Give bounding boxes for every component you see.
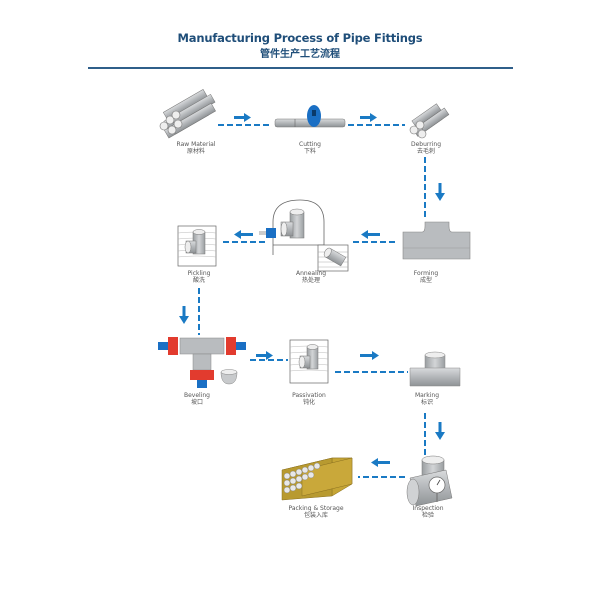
step-label-zh: 下料 xyxy=(303,148,316,155)
tee-fitting-icon xyxy=(409,351,461,387)
step-label-en: Raw Material xyxy=(176,141,216,148)
step-label-en: Beveling xyxy=(184,392,210,399)
step-label-zh: 钝化 xyxy=(302,399,315,406)
pipe-bundle-icon xyxy=(159,89,216,139)
arrow-left-icon xyxy=(371,458,390,467)
step-label-en: Packing & Storage xyxy=(288,505,344,512)
step-label-zh: 热处理 xyxy=(301,277,320,284)
passivation-bath-icon xyxy=(289,339,329,384)
step-inspection: Inspection 检验 xyxy=(383,505,473,519)
step-label-zh: 包装入库 xyxy=(303,512,328,519)
step-label-en: Passivation xyxy=(292,392,326,399)
arrow-down-icon xyxy=(179,306,189,324)
step-annealing: Annealing 热处理 xyxy=(266,270,356,284)
arrow-left-icon xyxy=(361,230,380,239)
step-cutting: Cutting 下料 xyxy=(265,141,355,155)
step-label-zh: 去毛刺 xyxy=(416,148,435,155)
step-label-en: Annealing xyxy=(295,270,327,277)
step-label-en: Forming xyxy=(413,270,439,277)
step-label-en: Pickling xyxy=(187,270,211,277)
direction-arrows xyxy=(179,113,445,467)
arrow-down-icon xyxy=(435,183,445,201)
arrow-right-icon xyxy=(360,113,377,122)
arrow-right-icon xyxy=(360,351,379,360)
step-label-en: Deburring xyxy=(410,141,442,148)
arrow-right-icon xyxy=(234,113,251,122)
step-pickling: Pickling 酸洗 xyxy=(154,270,244,284)
title-chinese: 管件生产工艺流程 xyxy=(260,49,340,60)
step-label-zh: 原材料 xyxy=(186,148,205,155)
step-label-zh: 检验 xyxy=(421,512,434,519)
step-label-en: Marking xyxy=(414,392,440,399)
step-packing-storage: Packing & Storage 包装入库 xyxy=(271,505,361,519)
step-label-zh: 坡口 xyxy=(190,399,203,406)
step-deburring: Deburring 去毛刺 xyxy=(381,141,471,155)
step-label-en: Cutting xyxy=(299,141,321,148)
beveling-clamp-icon xyxy=(158,337,246,388)
flow-connectors xyxy=(198,124,426,478)
step-label-en: Inspection xyxy=(412,505,444,512)
packing-box-icon xyxy=(281,457,353,501)
step-label-zh: 标识 xyxy=(420,399,433,406)
arrow-left-icon xyxy=(234,230,253,239)
step-label-zh: 酸洗 xyxy=(192,277,205,284)
furnace-icon xyxy=(259,199,349,272)
arrow-right-icon xyxy=(256,351,273,360)
title-divider xyxy=(88,67,513,69)
pipe-cutter-icon xyxy=(274,105,346,128)
step-raw-material: Raw Material 原材料 xyxy=(151,141,241,155)
step-label-zh: 成型 xyxy=(419,277,432,284)
acid-bath-icon xyxy=(177,225,217,267)
pipe-stack-icon xyxy=(409,103,450,139)
arrow-down-icon xyxy=(435,422,445,440)
step-beveling: Beveling 坡口 xyxy=(152,392,242,406)
tee-fitting-icon xyxy=(402,221,471,260)
step-marking: Marking 标识 xyxy=(382,392,472,406)
step-forming: Forming 成型 xyxy=(381,270,471,284)
gauge-inspection-icon xyxy=(406,455,453,507)
title-english: Manufacturing Process of Pipe Fittings xyxy=(177,31,423,45)
step-passivation: Passivation 钝化 xyxy=(264,392,354,406)
